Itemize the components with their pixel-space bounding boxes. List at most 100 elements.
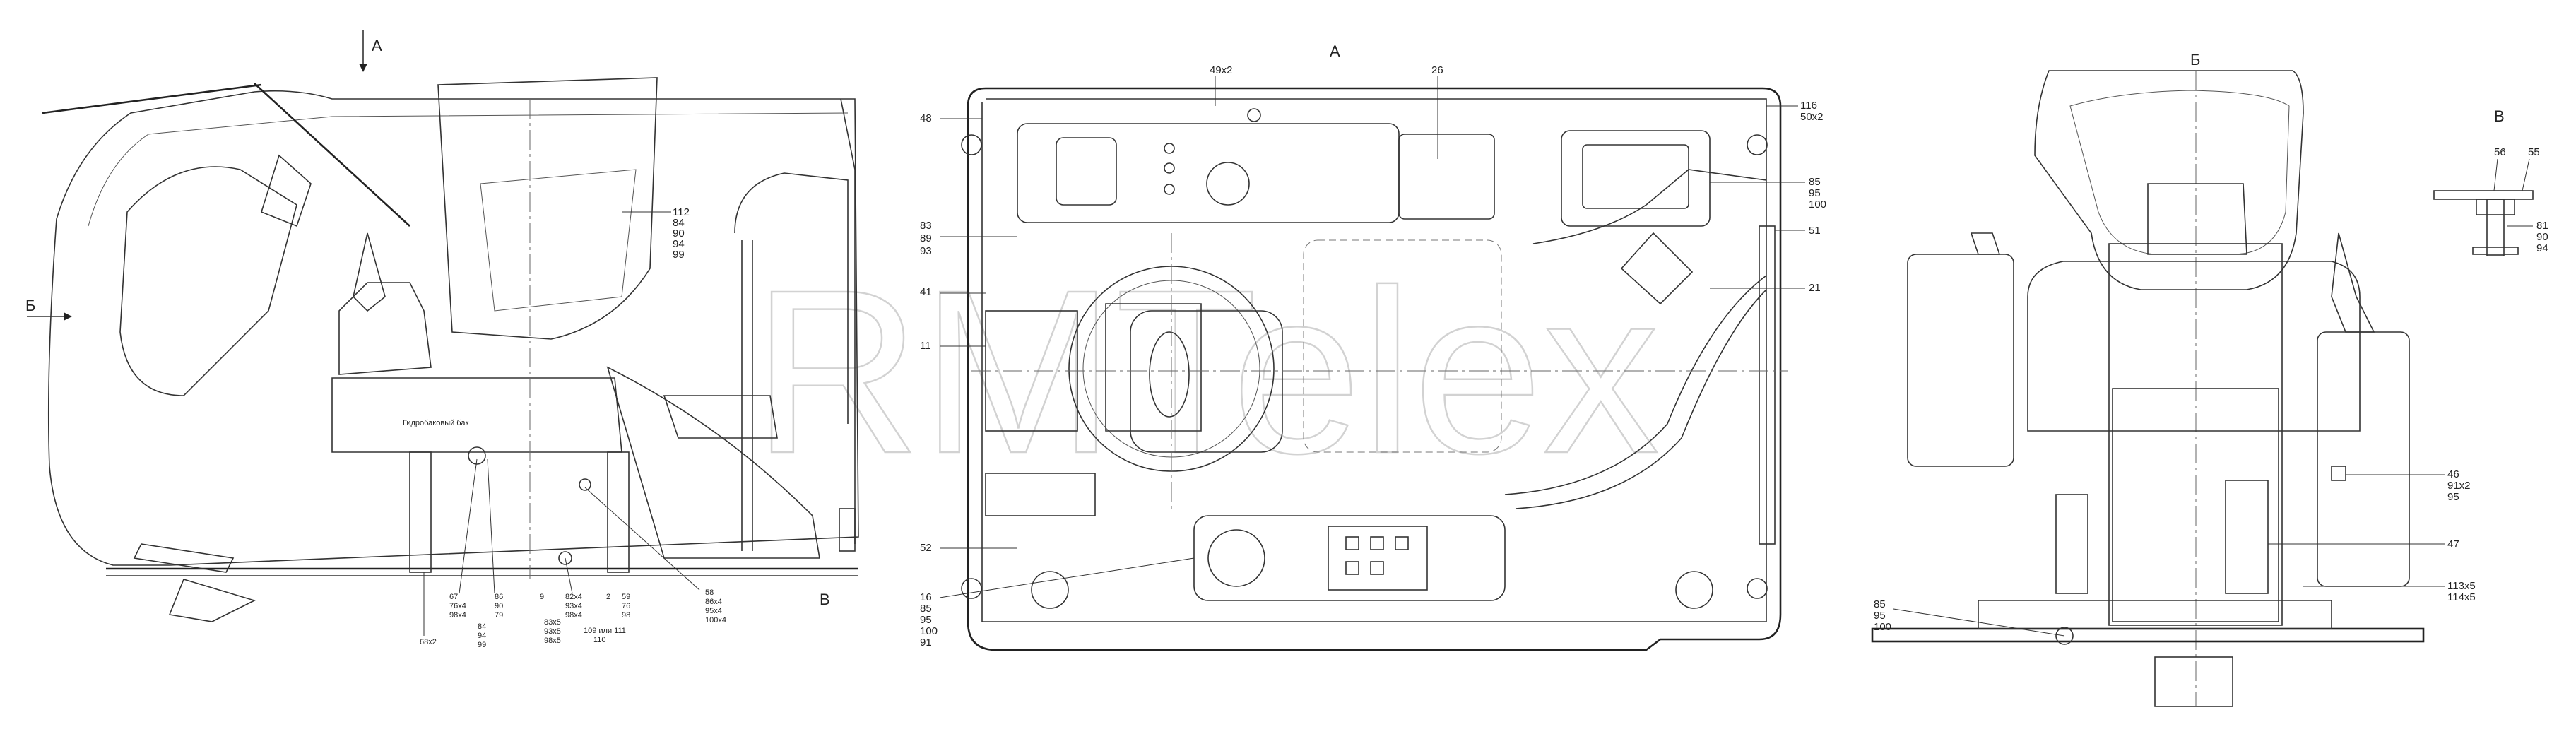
detail-view: В 56 55 81 90 94: [2433, 107, 2548, 256]
indicator-3: [1164, 184, 1175, 195]
label-47: 47: [2447, 538, 2459, 550]
pipe-lower-b: [1515, 289, 1767, 509]
bolt-67: [468, 446, 486, 465]
label-110: 110: [593, 636, 606, 644]
front-seat-back: [2034, 70, 2304, 290]
pipe-top: [1532, 169, 1767, 244]
label-112-d: 94: [673, 238, 685, 250]
label-16-c: 95: [920, 614, 932, 626]
label-81-a: 81: [2536, 220, 2548, 232]
label-85r-b: 95: [1809, 187, 1821, 199]
label-82-c: 98x4: [565, 611, 582, 620]
front-base-plate: [1871, 627, 2425, 643]
label-84-c: 99: [478, 641, 486, 649]
column-joint: [261, 154, 312, 227]
side-labels: 112 84 90 94 99 67 76x4 98x4 86 90 79 84…: [420, 206, 726, 649]
front-left-lever: [1970, 232, 2001, 255]
label-81-c: 94: [2536, 242, 2548, 254]
rear-bracket: [839, 508, 856, 552]
label-83-b: 93x5: [544, 627, 561, 636]
hydraulic-tank-caption: Гидробаковый бак: [403, 419, 468, 427]
label-113-b: 114x5: [2447, 591, 2476, 603]
top-labels: 49x2 26 48 116 50x2 85 95 100 83 89 93 5…: [920, 64, 1826, 649]
view-arrow-b-head: [64, 312, 72, 321]
front-labels: 46 91x2 95 47 113x5 114x5 85 95 100: [1874, 468, 2476, 633]
bolt-82: [558, 551, 572, 565]
armrest-console: [606, 366, 820, 559]
rear-armrest: [663, 395, 778, 439]
detail-nut: [2476, 199, 2515, 215]
steering-wheel: [42, 83, 262, 114]
view-arrow-a-head: [359, 64, 367, 72]
front-right-console: [2317, 331, 2410, 587]
pipe-lower-a: [1504, 275, 1767, 495]
front-view: Б: [1871, 51, 2445, 707]
rear-pipe: [734, 172, 849, 424]
joystick-console-top: [1193, 515, 1506, 601]
front-bolt-85: [2055, 627, 2074, 645]
view-arrow-a-label: А: [372, 37, 382, 54]
label-59-a: 59: [622, 593, 630, 601]
label-16-a: 16: [920, 591, 932, 603]
label-85r-c: 100: [1809, 199, 1826, 211]
label-51: 51: [1809, 225, 1821, 237]
key-3: [1395, 536, 1409, 550]
hydraulic-tank-body: [331, 377, 622, 453]
label-113-a: 113x5: [2447, 580, 2476, 592]
air-duct: [1620, 232, 1694, 305]
label-86-b: 90: [495, 602, 503, 610]
label-83-a: 83: [920, 220, 932, 232]
bolt-lower-left: [1031, 571, 1069, 609]
label-58-d: 100x4: [705, 616, 726, 625]
label-85f-a: 85: [1874, 598, 1886, 610]
label-16-d: 100: [920, 625, 938, 637]
control-module: [1561, 130, 1711, 227]
view-v-title: В: [2494, 107, 2505, 125]
label-46-a: 46: [2447, 468, 2459, 480]
leader-85f: [1893, 608, 2065, 637]
label-116-a: 116: [1800, 100, 1817, 112]
label-55: 55: [2528, 146, 2540, 158]
label-52: 52: [920, 542, 932, 554]
steering-hub: [1149, 331, 1190, 418]
side-view: А Б В Гидробаковый бак: [25, 30, 859, 636]
control-module-screen: [1582, 144, 1689, 209]
cab-inner-line: [88, 112, 849, 227]
front-headrest: [2147, 183, 2247, 255]
keypad: [1328, 526, 1428, 591]
front-right-switch: [2331, 466, 2346, 481]
pedal-base: [168, 579, 256, 622]
steering-console: [1105, 303, 1202, 432]
label-83-c: 93: [920, 245, 932, 257]
front-left-console: [1907, 254, 2014, 467]
view-b-title: Б: [2190, 51, 2200, 69]
label-21: 21: [1809, 282, 1821, 294]
label-56: 56: [2494, 146, 2506, 158]
display-screen: [1056, 137, 1117, 206]
label-86-c: 79: [495, 611, 503, 620]
view-a-title: А: [1330, 42, 1340, 60]
label-58-b: 86x4: [705, 598, 722, 606]
label-84-a: 84: [478, 622, 486, 631]
pedal-box: [985, 473, 1096, 516]
key-5: [1370, 561, 1384, 575]
bolt-58: [579, 478, 591, 491]
seat-back: [437, 77, 658, 340]
joystick-console: [338, 282, 432, 375]
rotary-knob: [1206, 162, 1250, 206]
label-67-c: 98x4: [449, 611, 466, 620]
leader-82: [565, 557, 573, 594]
key-4: [1345, 561, 1359, 575]
view-arrow-b-label: Б: [25, 297, 35, 314]
indicator-2: [1164, 162, 1175, 174]
label-41: 41: [920, 286, 932, 298]
top-view: А: [939, 42, 1805, 651]
steering-hub-cover: [1130, 310, 1283, 453]
floor-panel-outline: [967, 87, 1782, 651]
top-mount-bolt: [1247, 108, 1261, 122]
front-column: [2108, 243, 2283, 626]
label-58-c: 95x4: [705, 607, 722, 615]
label-2: 2: [606, 593, 610, 601]
label-86-a: 86: [495, 593, 503, 601]
label-11: 11: [920, 340, 931, 352]
